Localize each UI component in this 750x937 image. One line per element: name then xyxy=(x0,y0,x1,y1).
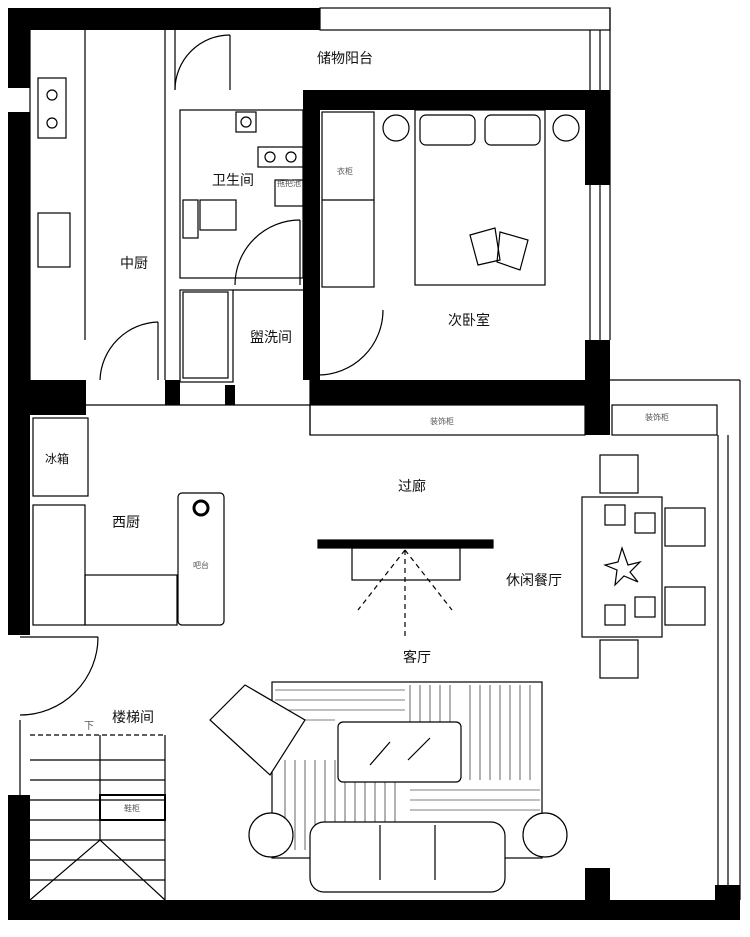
fridge-label: 冰箱 xyxy=(45,452,70,466)
room-label-stairwell: 楼梯间 xyxy=(112,710,154,726)
walls xyxy=(8,8,740,920)
room-label-chinese-kitchen: 中厨 xyxy=(120,256,148,272)
wardrobe-label: 衣柜 xyxy=(337,167,353,176)
display-cabinet-label: 装饰柜 xyxy=(645,413,669,422)
room-label-living-room: 客厅 xyxy=(403,650,431,666)
mop-sink-label: 拖把池 xyxy=(277,179,301,188)
partition-lines xyxy=(19,7,741,901)
room-label-second-bedroom: 次卧室 xyxy=(448,313,490,329)
room-label-corridor: 过廊 xyxy=(398,479,426,495)
bar-counter-label: 吧台 xyxy=(193,561,209,570)
stairs-down-label: 下 xyxy=(84,721,94,732)
shoe-cabinet-label: 鞋柜 xyxy=(124,804,140,813)
room-label-storage-balcony: 储物阳台 xyxy=(317,51,373,67)
room-label-washroom: 盥洗间 xyxy=(250,330,292,346)
room-label-leisure-dining: 休闲餐厅 xyxy=(506,573,562,589)
room-label-bathroom: 卫生间 xyxy=(212,173,254,189)
display-cabinet-label: 装饰柜 xyxy=(430,417,454,426)
room-label-western-kitchen: 西厨 xyxy=(112,515,140,531)
